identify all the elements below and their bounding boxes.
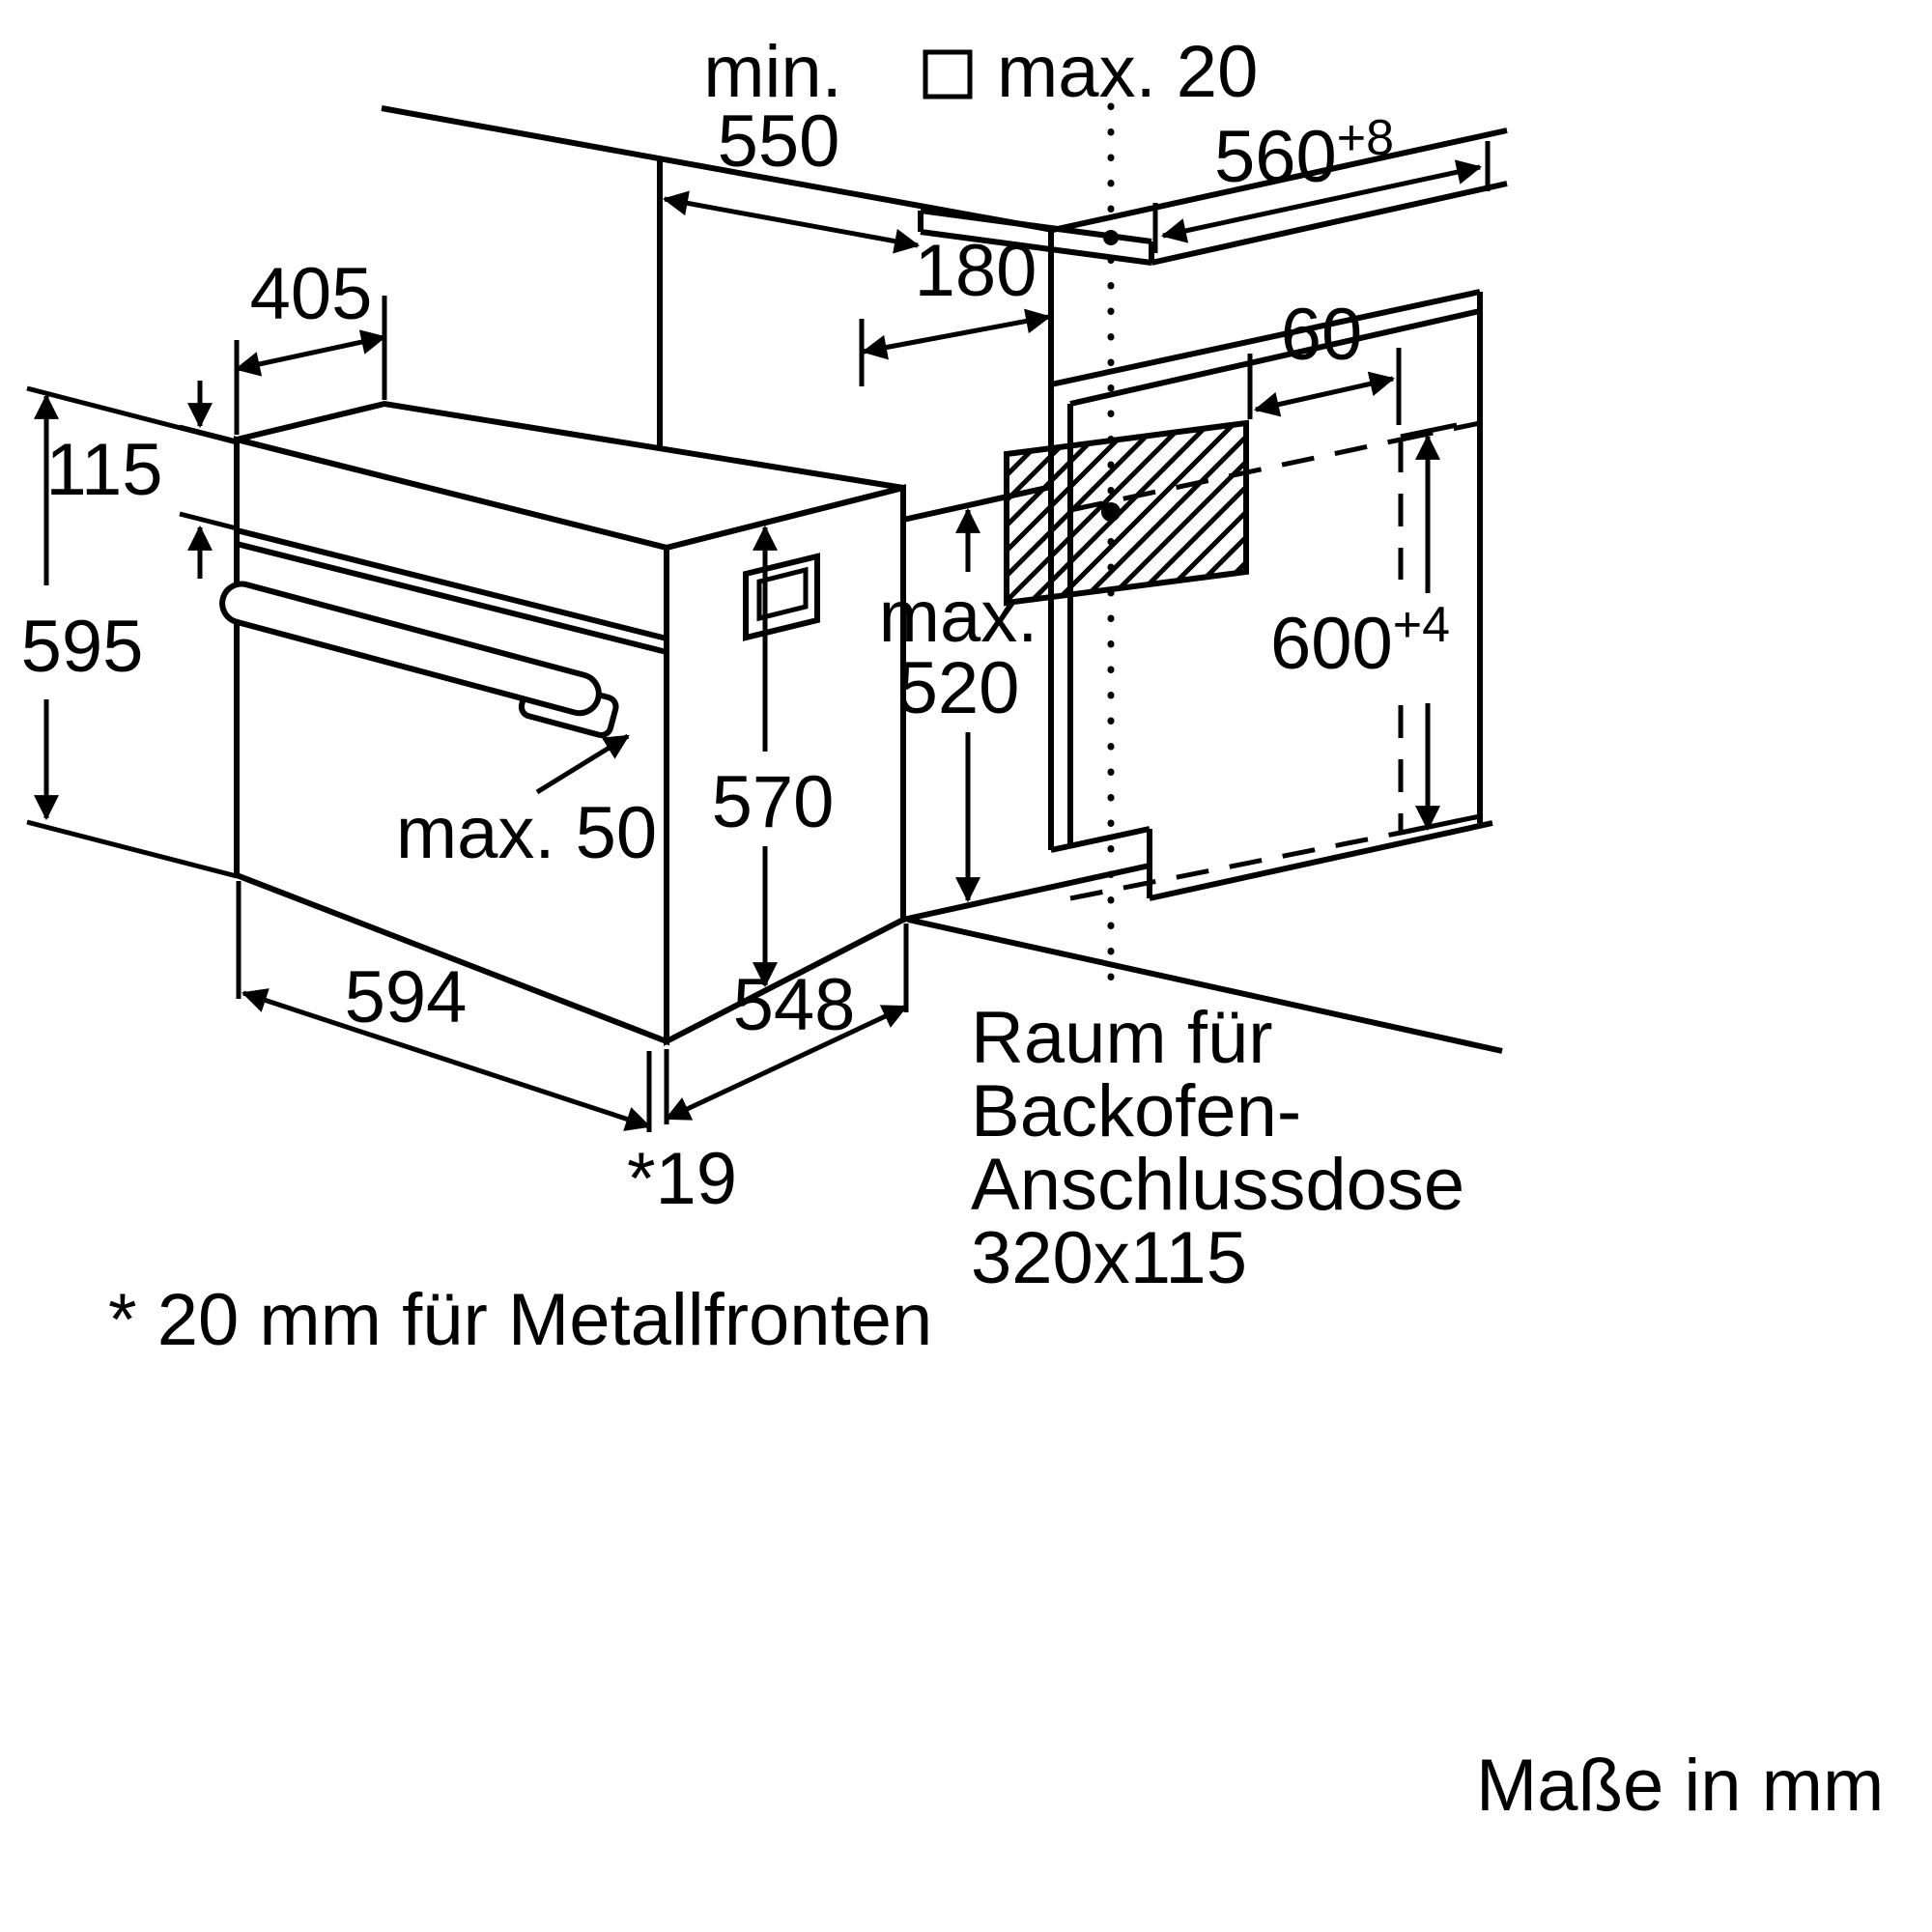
label-560-value: 560 <box>1214 116 1337 198</box>
label-600-sup: +4 <box>1393 597 1450 653</box>
leader-arrow <box>535 733 630 795</box>
label-548: 548 <box>733 964 856 1046</box>
control-panel-bottom-edge <box>236 527 668 641</box>
dim-line <box>665 1004 908 1122</box>
oven <box>219 400 906 1046</box>
dim-max-50: max. 50 <box>396 733 657 874</box>
label-600-value: 600 <box>1270 603 1393 685</box>
worktop-reference-dot <box>1103 230 1119 245</box>
dim-115: 115 <box>45 381 238 579</box>
hidden-bottom-edge <box>1069 830 1402 901</box>
door-handle <box>219 581 602 717</box>
dim-line <box>1160 159 1483 243</box>
label-19: *19 <box>627 1138 737 1220</box>
label-560: 560+8 <box>1214 110 1394 198</box>
dim-max-520: max. 520 <box>879 507 1038 903</box>
socket-note-line-4: 320x115 <box>971 1217 1247 1299</box>
dim-line <box>234 329 387 377</box>
oven-front-face <box>234 436 669 1046</box>
dim-max-20: max. 20 <box>923 31 1258 113</box>
connection-point-dot <box>1101 502 1121 522</box>
dim-180: 180 <box>859 230 1052 386</box>
label-min: min. <box>703 31 842 113</box>
door-top-edge <box>236 541 668 655</box>
dim-line <box>242 988 651 1131</box>
label-570: 570 <box>712 761 835 843</box>
ext-line-bottom <box>26 819 238 879</box>
label-60: 60 <box>1281 294 1363 376</box>
footnote: * 20 mm für Metallfronten <box>108 1279 932 1361</box>
square-symbol-icon <box>923 49 973 99</box>
socket-note-line-1: Raum für <box>971 997 1273 1079</box>
dim-19: *19 <box>627 1049 737 1220</box>
dim-548: 548 <box>665 923 909 1122</box>
label-max-20: max. 20 <box>997 31 1258 113</box>
socket-note-line-3: Anschlussdose <box>971 1144 1464 1226</box>
hidden-top-right-edge <box>1400 420 1481 442</box>
niche-top-front-edge <box>1050 289 1481 387</box>
dim-line <box>662 190 921 254</box>
connection-box-area <box>1004 419 1249 607</box>
dim-594: 594 <box>236 881 651 1131</box>
side-vent-inner <box>756 566 809 622</box>
label-520: 520 <box>897 647 1020 729</box>
label-max: max. <box>879 576 1038 658</box>
socket-reference-line <box>1103 102 1119 989</box>
units-note: Maße in mm <box>1476 1745 1884 1827</box>
label-600: 600+4 <box>1270 597 1450 685</box>
dim-min-550: min. 550 <box>662 31 921 254</box>
worktop-edge-left <box>381 105 1054 233</box>
label-180: 180 <box>915 230 1037 312</box>
label-594: 594 <box>345 956 468 1038</box>
dim-560: 560+8 <box>1152 110 1491 253</box>
label-405: 405 <box>250 253 373 335</box>
dim-595: 595 <box>21 385 238 879</box>
socket-note: Raum für Backofen- Anschlussdose 320x115 <box>971 997 1464 1299</box>
ext-line-top <box>1400 422 1458 440</box>
shelf-lower-edge <box>1149 820 1493 901</box>
dim-405: 405 <box>234 253 387 435</box>
label-560-sup: +8 <box>1337 110 1394 166</box>
label-550: 550 <box>718 100 840 183</box>
label-115: 115 <box>45 429 162 511</box>
dim-570: 570 <box>712 525 835 988</box>
tall-cabinet <box>902 230 1503 1054</box>
dim-line <box>861 308 1052 360</box>
plinth-edge <box>907 917 1503 1054</box>
ext-line-top <box>26 385 238 445</box>
dim-600: 600+4 <box>1270 422 1458 836</box>
socket-note-line-2: Backofen- <box>971 1070 1301 1152</box>
dim-60: 60 <box>1247 294 1402 425</box>
shelf-front-edge <box>1050 826 1151 853</box>
dim-line <box>1253 371 1396 417</box>
ext-line-bottom <box>179 511 238 531</box>
label-595: 595 <box>21 606 144 688</box>
niche-top-inner-edge <box>1069 308 1481 407</box>
label-max-50: max. 50 <box>396 792 657 874</box>
